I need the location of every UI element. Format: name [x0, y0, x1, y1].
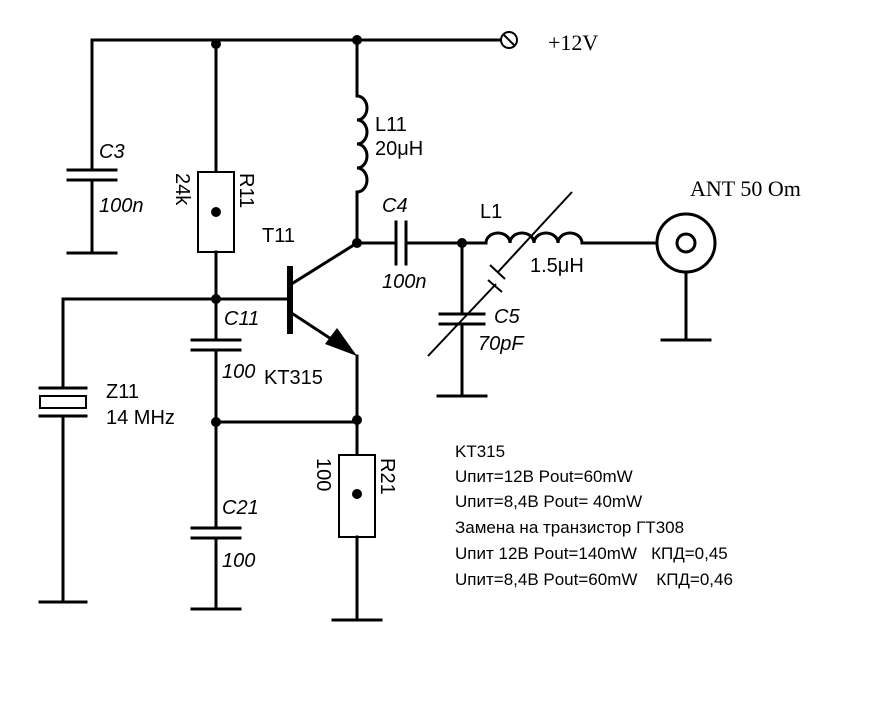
resistor-r11 [197, 42, 235, 301]
r21-value: 100 [312, 458, 334, 491]
supply-rail [90, 35, 502, 49]
c5-value: 70pF [478, 333, 525, 355]
antenna-connector [655, 212, 717, 342]
resistor-r21 [331, 418, 383, 622]
inductor-l11 [355, 38, 369, 245]
note-line: Замена на транзистор ГТ308 [455, 518, 684, 537]
capacitor-c5 [427, 241, 503, 398]
capacitor-c3 [66, 38, 118, 255]
capacitor-c21 [190, 420, 242, 611]
supply-label: +12V [548, 30, 598, 55]
r21-ref: R21 [376, 458, 398, 495]
antenna-label: ANT 50 Om [690, 176, 801, 201]
t11-ref: T11 [262, 225, 295, 247]
l1-ref: L1 [480, 201, 502, 223]
capacitor-c11 [190, 297, 359, 424]
c3-ref: C3 [99, 141, 125, 163]
l11-ref: L11 [375, 114, 407, 136]
c3-value: 100n [99, 195, 144, 217]
z11-value: 14 MHz [106, 407, 175, 429]
l1-value: 1.5μH [530, 255, 584, 277]
c4-ref: C4 [382, 195, 408, 217]
note-line: KT315 [455, 442, 505, 461]
note-line: Uпит=8,4В Pout=60mW КПД=0,46 [455, 570, 733, 589]
supply-terminal [500, 31, 518, 49]
note-line: Uпит=12В Pout=60mW [455, 467, 633, 486]
note-line: Uпит=8,4В Pout= 40mW [455, 492, 642, 511]
t11-type: KT315 [264, 367, 323, 389]
notes-block: KT315 Uпит=12В Pout=60mW Uпит=8,4В Pout=… [455, 442, 733, 589]
c4-value: 100n [382, 271, 427, 293]
c5-ref: C5 [494, 306, 520, 328]
inductor-l1 [484, 191, 658, 280]
l11-value: 20μH [375, 138, 423, 160]
r11-value: 24k [171, 173, 193, 206]
c21-value: 100 [222, 550, 255, 572]
capacitor-c4 [355, 220, 488, 266]
transistor-t11 [214, 240, 360, 422]
c11-ref: C11 [224, 308, 259, 330]
note-line: Uпит 12В Pout=140mW КПД=0,45 [455, 544, 728, 563]
c21-ref: C21 [222, 497, 259, 519]
c11-value: 100 [222, 361, 255, 383]
z11-ref: Z11 [106, 381, 139, 403]
r11-ref: R11 [235, 173, 257, 208]
crystal-z11 [38, 297, 218, 604]
